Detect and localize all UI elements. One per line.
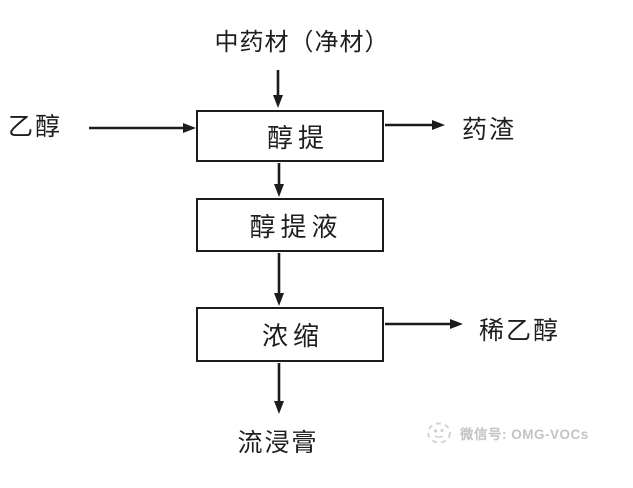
process-box-label: 醇提液 (249, 212, 343, 242)
wechat-logo-icon (427, 422, 451, 444)
residue-output-label: 药渣 (462, 117, 517, 144)
process-box-extract-liquid: 醇提液 (196, 198, 384, 252)
dilute-ethanol-output-label: 稀乙醇 (479, 318, 561, 345)
ethanol-input-label: 乙醇 (8, 114, 63, 141)
process-box-label: 浓缩 (261, 322, 324, 351)
source-material-label: 中药材（净材） (214, 30, 390, 56)
fluid-extract-product-label: 流浸膏 (237, 430, 319, 457)
process-box-alcohol-extraction: 醇提 (196, 110, 384, 162)
watermark-text: 微信号: OMG-VOCs (460, 426, 589, 442)
process-box-label: 醇提 (266, 123, 329, 153)
watermark: 微信号: OMG-VOCs (426, 420, 589, 445)
process-box-concentration: 浓缩 (196, 307, 384, 362)
